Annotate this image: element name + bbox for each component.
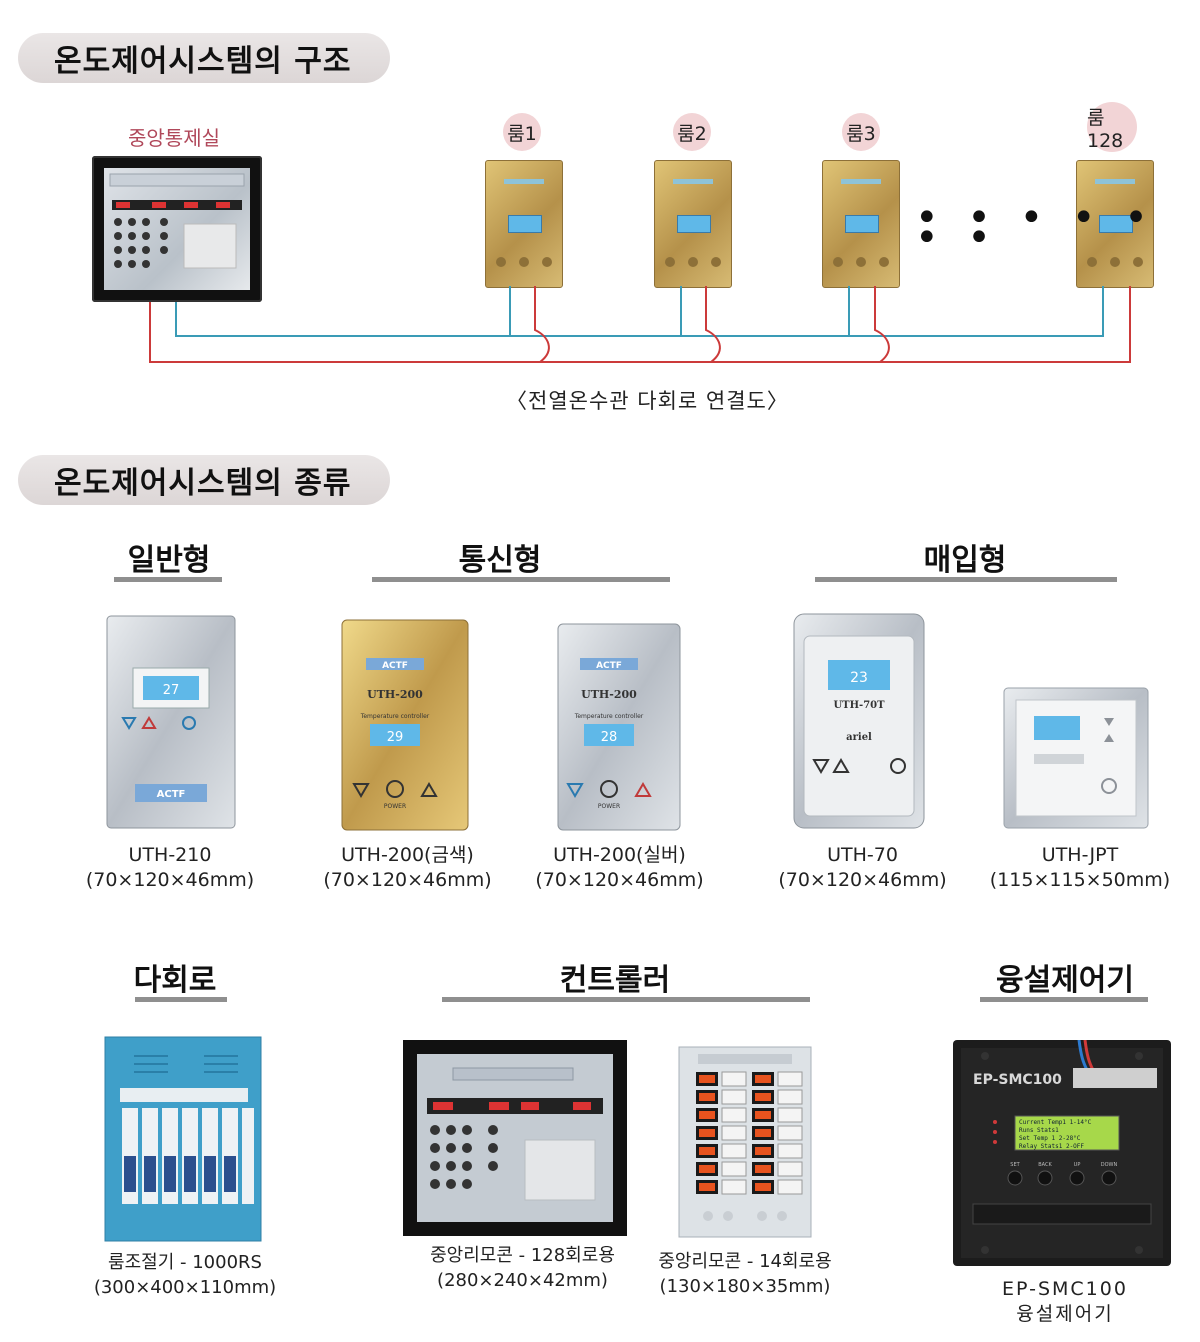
category-comm-underline [372,577,670,582]
svg-text:Runs Stats1: Runs Stats1 [1019,1127,1059,1134]
central-control-panel [92,156,262,302]
product-uth-jpt-caption: UTH-JPT (115×115×50mm) [975,843,1185,893]
product-uth-jpt-image [1003,687,1149,829]
section-title-structure: 온도제어시스템의 구조 [18,33,390,83]
central-control-label: 중앙통제실 [128,126,220,150]
svg-text:Set Temp 1 2-28°C: Set Temp 1 2-28°C [1019,1135,1081,1142]
category-general-underline [114,577,222,582]
product-1000rs-image [104,1036,262,1242]
category-comm: 통신형 [458,543,542,578]
product-uth-70-image: 23 UTH-70T ariel [793,613,925,829]
uth-210-screen-value: 27 [163,683,180,698]
svg-text:Temperature controller: Temperature controller [574,713,644,720]
product-remote-128-size: (280×240×42mm) [437,1270,608,1291]
product-uth-200-silver-image: ACTF UTH-200 Temperature controller 28 P… [557,623,681,831]
svg-text:POWER: POWER [384,803,406,810]
product-uth-200-gold-caption: UTH-200(금색) (70×120×46mm) [300,843,515,893]
product-uth-jpt-size: (115×115×50mm) [989,869,1171,891]
product-uth-200-gold-name: UTH-200(금색) [341,844,474,866]
svg-text:ACTF: ACTF [157,789,186,800]
product-uth-210-name: UTH-210 [128,844,212,866]
product-ep-smc100-subtitle: 융설제어기 [1016,1303,1114,1325]
category-controller: 컨트롤러 [559,963,671,998]
product-ep-smc100-image: EP-SMC100 Current Temp1 1-14°C Runs Stat… [953,1040,1171,1266]
svg-text:ariel: ariel [846,732,872,743]
product-uth-200-gold-image: ACTF UTH-200 Temperature controller 29 P… [341,619,469,831]
product-uth-200-silver-name: UTH-200(실버) [553,844,686,866]
svg-text:Temperature controller: Temperature controller [360,713,430,720]
svg-text:DOWN: DOWN [1101,1162,1118,1168]
wiring-caption: 〈전열온수관 다회로 연결도〉 [506,389,789,413]
product-uth-70-size: (70×120×46mm) [778,869,947,891]
svg-text:ACTF: ACTF [596,661,622,671]
svg-text:28: 28 [601,730,618,745]
category-controller-underline [442,997,810,1002]
product-uth-210-caption: UTH-210 (70×120×46mm) [60,843,280,893]
room-controller-3 [822,160,900,288]
product-uth-210-size: (70×120×46mm) [85,869,255,891]
category-embedded: 매입형 [923,543,1007,578]
svg-text:UTH-70T: UTH-70T [833,700,885,711]
svg-text:UP: UP [1074,1162,1081,1168]
svg-text:29: 29 [387,730,404,745]
product-1000rs-caption: 룸조절기 - 1000RS (300×400×110mm) [80,1250,290,1300]
category-general: 일반형 [127,543,211,578]
product-remote-128-image [403,1040,627,1236]
svg-text:Current Temp1 1-14°C: Current Temp1 1-14°C [1019,1119,1092,1126]
category-embedded-underline [815,577,1117,582]
product-1000rs-size: (300×400×110mm) [93,1277,277,1298]
room-label-1: 룸1 [503,113,541,151]
svg-text:ACTF: ACTF [382,661,408,671]
product-remote-14-image [678,1046,812,1238]
product-1000rs-name: 룸조절기 - 1000RS [108,1252,262,1273]
svg-text:23: 23 [850,670,868,686]
product-ep-smc100-caption: EP-SMC100 융설제어기 [965,1277,1165,1327]
room-controller-1 [485,160,563,288]
category-multi-underline [135,997,227,1002]
product-remote-14-name: 중앙리모콘 - 14회로용 [658,1251,832,1272]
category-snow: 융설제어기 [996,963,1134,998]
product-uth-200-silver-caption: UTH-200(실버) (70×120×46mm) [512,843,727,893]
room-controller-2 [654,160,732,288]
svg-text:UTH-200: UTH-200 [581,688,637,701]
category-snow-underline [980,997,1148,1002]
product-uth-200-gold-size: (70×120×46mm) [323,869,492,891]
product-uth-210-image: 27 ACTF [106,615,236,829]
product-uth-70-name: UTH-70 [827,844,898,866]
product-remote-128-name: 중앙리모콘 - 128회로용 [430,1245,615,1266]
product-uth-70-caption: UTH-70 (70×120×46mm) [755,843,970,893]
room-controller-128 [1076,160,1154,288]
product-remote-14-size: (130×180×35mm) [659,1276,831,1297]
svg-text:UTH-200: UTH-200 [367,688,423,701]
svg-text:Relay Stats1 2-OFF: Relay Stats1 2-OFF [1019,1143,1084,1150]
room-label-3: 룸3 [842,113,880,151]
svg-text:EP-SMC100: EP-SMC100 [973,1072,1062,1088]
product-remote-14-caption: 중앙리모콘 - 14회로용 (130×180×35mm) [640,1249,850,1299]
product-uth-200-silver-size: (70×120×46mm) [535,869,704,891]
section-title-types: 온도제어시스템의 종류 [18,455,390,505]
svg-text:POWER: POWER [598,803,620,810]
room-label-2: 룸2 [673,113,711,151]
room-label-128: 룸128 [1087,102,1137,152]
product-remote-128-caption: 중앙리모콘 - 128회로용 (280×240×42mm) [410,1243,635,1293]
product-uth-jpt-name: UTH-JPT [1041,844,1119,866]
svg-text:SET: SET [1010,1162,1020,1168]
svg-text:BACK: BACK [1038,1162,1052,1168]
product-ep-smc100-name: EP-SMC100 [1002,1278,1128,1300]
category-multi: 다회로 [133,963,217,998]
wiring-diagram [149,286,1131,363]
